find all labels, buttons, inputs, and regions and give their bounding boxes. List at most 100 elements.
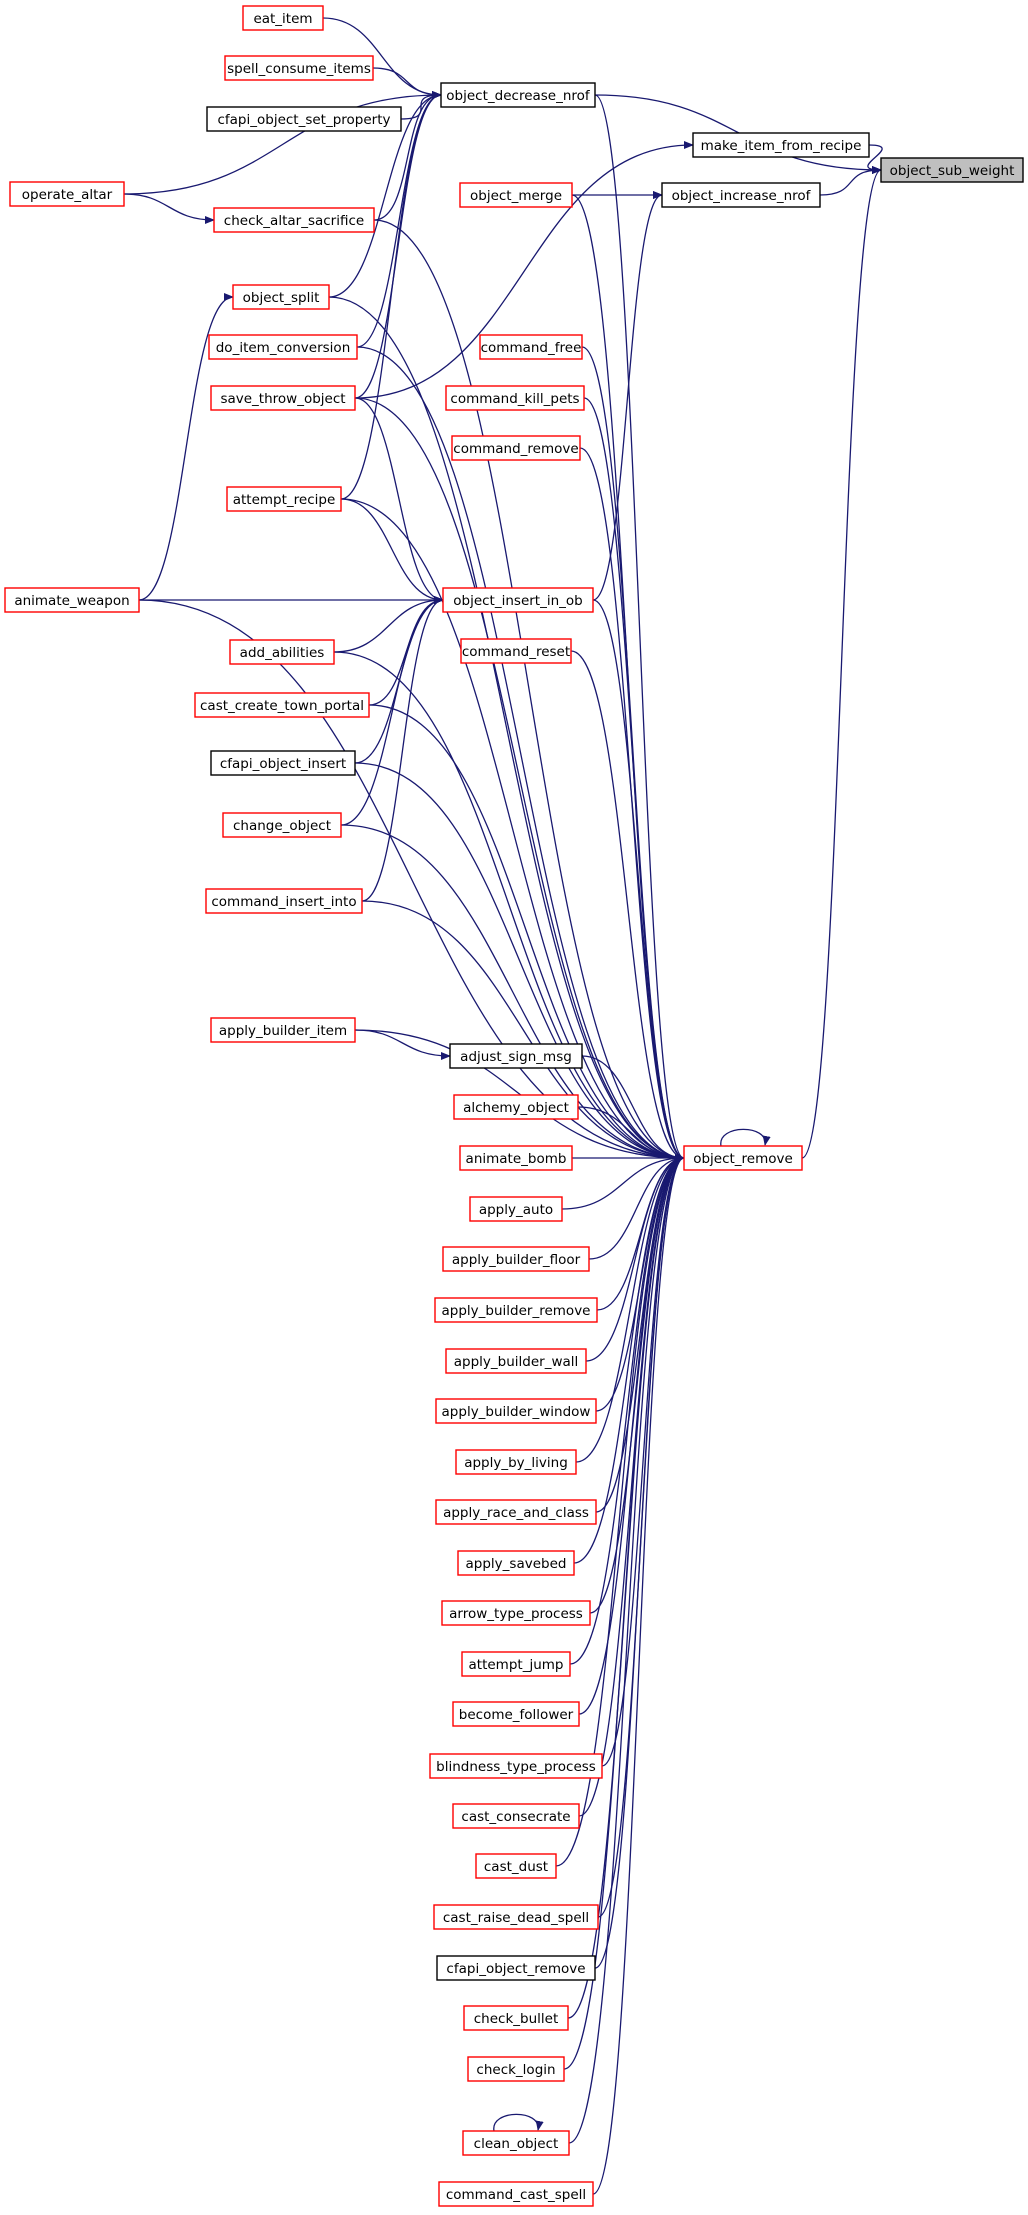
node-command_reset[interactable]: command_reset: [460, 638, 572, 664]
node-box: [222, 812, 342, 838]
edge-apply_by_living-to-object_remove: [575, 1154, 685, 1463]
node-add_abilities[interactable]: add_abilities: [229, 639, 335, 665]
node-box: [880, 157, 1024, 183]
node-arrow_type_process[interactable]: arrow_type_process: [441, 1600, 591, 1626]
node-apply_auto[interactable]: apply_auto: [469, 1196, 563, 1222]
node-label: arrow_type_process: [449, 1606, 583, 1622]
node-label: clean_object: [474, 2136, 559, 2152]
node-save_throw_object[interactable]: save_throw_object: [210, 385, 356, 411]
node-box: [469, 1196, 563, 1222]
node-box: [224, 55, 374, 81]
edge-apply_auto-to-object_remove: [561, 1154, 685, 1210]
edge-attempt_jump-to-object_remove: [569, 1154, 685, 1665]
node-change_object[interactable]: change_object: [222, 812, 342, 838]
node-attempt_recipe[interactable]: attempt_recipe: [226, 486, 342, 512]
node-command_kill_pets[interactable]: command_kill_pets: [445, 385, 585, 411]
node-object_remove[interactable]: object_remove: [683, 1145, 803, 1171]
node-apply_by_living[interactable]: apply_by_living: [455, 1449, 577, 1475]
node-check_altar_sacrifice[interactable]: check_altar_sacrifice: [213, 207, 375, 233]
node-animate_bomb[interactable]: animate_bomb: [459, 1145, 573, 1171]
node-box: [475, 1853, 557, 1879]
node-label: cast_consecrate: [461, 1809, 570, 1825]
node-clean_object[interactable]: clean_object: [462, 2130, 570, 2156]
node-command_insert_into[interactable]: command_insert_into: [205, 888, 363, 914]
node-make_item_from_recipe[interactable]: make_item_from_recipe: [692, 132, 870, 158]
node-animate_weapon[interactable]: animate_weapon: [4, 587, 140, 613]
node-label: object_decrease_nrof: [446, 88, 591, 104]
node-apply_builder_remove[interactable]: apply_builder_remove: [434, 1297, 598, 1323]
node-apply_race_and_class[interactable]: apply_race_and_class: [435, 1499, 597, 1525]
node-alchemy_object[interactable]: alchemy_object: [453, 1094, 579, 1120]
node-become_follower[interactable]: become_follower: [452, 1701, 580, 1727]
node-box: [429, 1753, 603, 1779]
node-box: [457, 1550, 575, 1576]
edge-apply_builder_floor-to-object_remove: [588, 1154, 685, 1260]
node-apply_savebed[interactable]: apply_savebed: [457, 1550, 575, 1576]
node-label: object_increase_nrof: [672, 188, 812, 204]
node-do_item_conversion[interactable]: do_item_conversion: [208, 334, 358, 360]
node-apply_builder_window[interactable]: apply_builder_window: [435, 1398, 597, 1424]
node-object_increase_nrof[interactable]: object_increase_nrof: [661, 182, 821, 208]
node-adjust_sign_msg[interactable]: adjust_sign_msg: [449, 1043, 583, 1069]
node-label: make_item_from_recipe: [701, 138, 862, 154]
node-label: adjust_sign_msg: [460, 1049, 572, 1065]
edges-layer: [123, 17, 883, 2195]
node-box: [208, 334, 358, 360]
edge-object_decrease_nrof-to-object_remove: [594, 94, 685, 1162]
node-operate_altar[interactable]: operate_altar: [9, 181, 125, 207]
edge-cfapi_object_set_property-to-object_decrease_nrof: [400, 91, 442, 120]
node-label: change_object: [233, 818, 331, 834]
node-box: [452, 1701, 580, 1727]
node-box: [467, 2056, 565, 2082]
node-object_insert_in_ob[interactable]: object_insert_in_ob: [442, 587, 594, 613]
node-object_decrease_nrof[interactable]: object_decrease_nrof: [440, 82, 596, 108]
node-blindness_type_process[interactable]: blindness_type_process: [429, 1753, 603, 1779]
edge-cast_consecrate-to-object_remove: [578, 1154, 685, 1817]
node-cast_create_town_portal[interactable]: cast_create_town_portal: [194, 692, 370, 718]
node-label: do_item_conversion: [216, 340, 351, 356]
edge-change_object-to-object_insert_in_ob: [340, 596, 444, 826]
edge-cfapi_object_remove-to-object_remove: [594, 1154, 685, 1969]
node-label: command_cast_spell: [446, 2187, 586, 2203]
node-label: command_kill_pets: [450, 391, 579, 407]
node-label: cast_dust: [484, 1859, 548, 1875]
node-box: [460, 638, 572, 664]
node-object_merge[interactable]: object_merge: [459, 182, 573, 208]
edge-object_remove-to-object_remove: [720, 1128, 771, 1147]
edge-object_increase_nrof-to-object_sub_weight: [819, 166, 882, 196]
node-command_cast_spell[interactable]: command_cast_spell: [438, 2181, 594, 2207]
node-box: [452, 1803, 580, 1829]
node-spell_consume_items[interactable]: spell_consume_items: [224, 55, 374, 81]
node-label: attempt_jump: [469, 1657, 564, 1673]
edge-object_insert_in_ob-to-object_increase_nrof: [592, 191, 663, 601]
node-cfapi_object_set_property[interactable]: cfapi_object_set_property: [206, 106, 402, 132]
node-cfapi_object_remove[interactable]: cfapi_object_remove: [436, 1955, 596, 1981]
node-box: [445, 385, 585, 411]
node-cast_raise_dead_spell[interactable]: cast_raise_dead_spell: [433, 1904, 599, 1930]
edge-animate_weapon-to-object_remove: [138, 599, 685, 1162]
node-apply_builder_item[interactable]: apply_builder_item: [210, 1017, 356, 1043]
node-command_free[interactable]: command_free: [479, 334, 583, 360]
node-apply_builder_floor[interactable]: apply_builder_floor: [442, 1246, 590, 1272]
edge-alchemy_object-to-object_remove: [577, 1106, 685, 1162]
edge-command_kill_pets-to-object_remove: [583, 397, 685, 1162]
edge-clean_object-to-object_remove: [568, 1154, 685, 2144]
node-attempt_jump[interactable]: attempt_jump: [461, 1651, 571, 1677]
node-eat_item[interactable]: eat_item: [242, 5, 324, 31]
node-check_bullet[interactable]: check_bullet: [463, 2005, 569, 2031]
node-label: command_reset: [462, 644, 570, 660]
node-cast_consecrate[interactable]: cast_consecrate: [452, 1803, 580, 1829]
node-check_login[interactable]: check_login: [467, 2056, 565, 2082]
node-apply_builder_wall[interactable]: apply_builder_wall: [445, 1348, 587, 1374]
node-label: attempt_recipe: [233, 492, 336, 508]
node-cast_dust[interactable]: cast_dust: [475, 1853, 557, 1879]
node-command_remove[interactable]: command_remove: [451, 435, 581, 461]
node-box: [438, 2181, 594, 2207]
edge-attempt_recipe-to-object_decrease_nrof: [340, 91, 442, 500]
node-cfapi_object_insert[interactable]: cfapi_object_insert: [210, 750, 356, 776]
node-object_split[interactable]: object_split: [232, 284, 330, 310]
node-object_sub_weight[interactable]: object_sub_weight: [880, 157, 1024, 183]
node-label: cfapi_object_set_property: [217, 112, 390, 128]
edge-make_item_from_recipe-to-object_sub_weight: [867, 144, 883, 174]
